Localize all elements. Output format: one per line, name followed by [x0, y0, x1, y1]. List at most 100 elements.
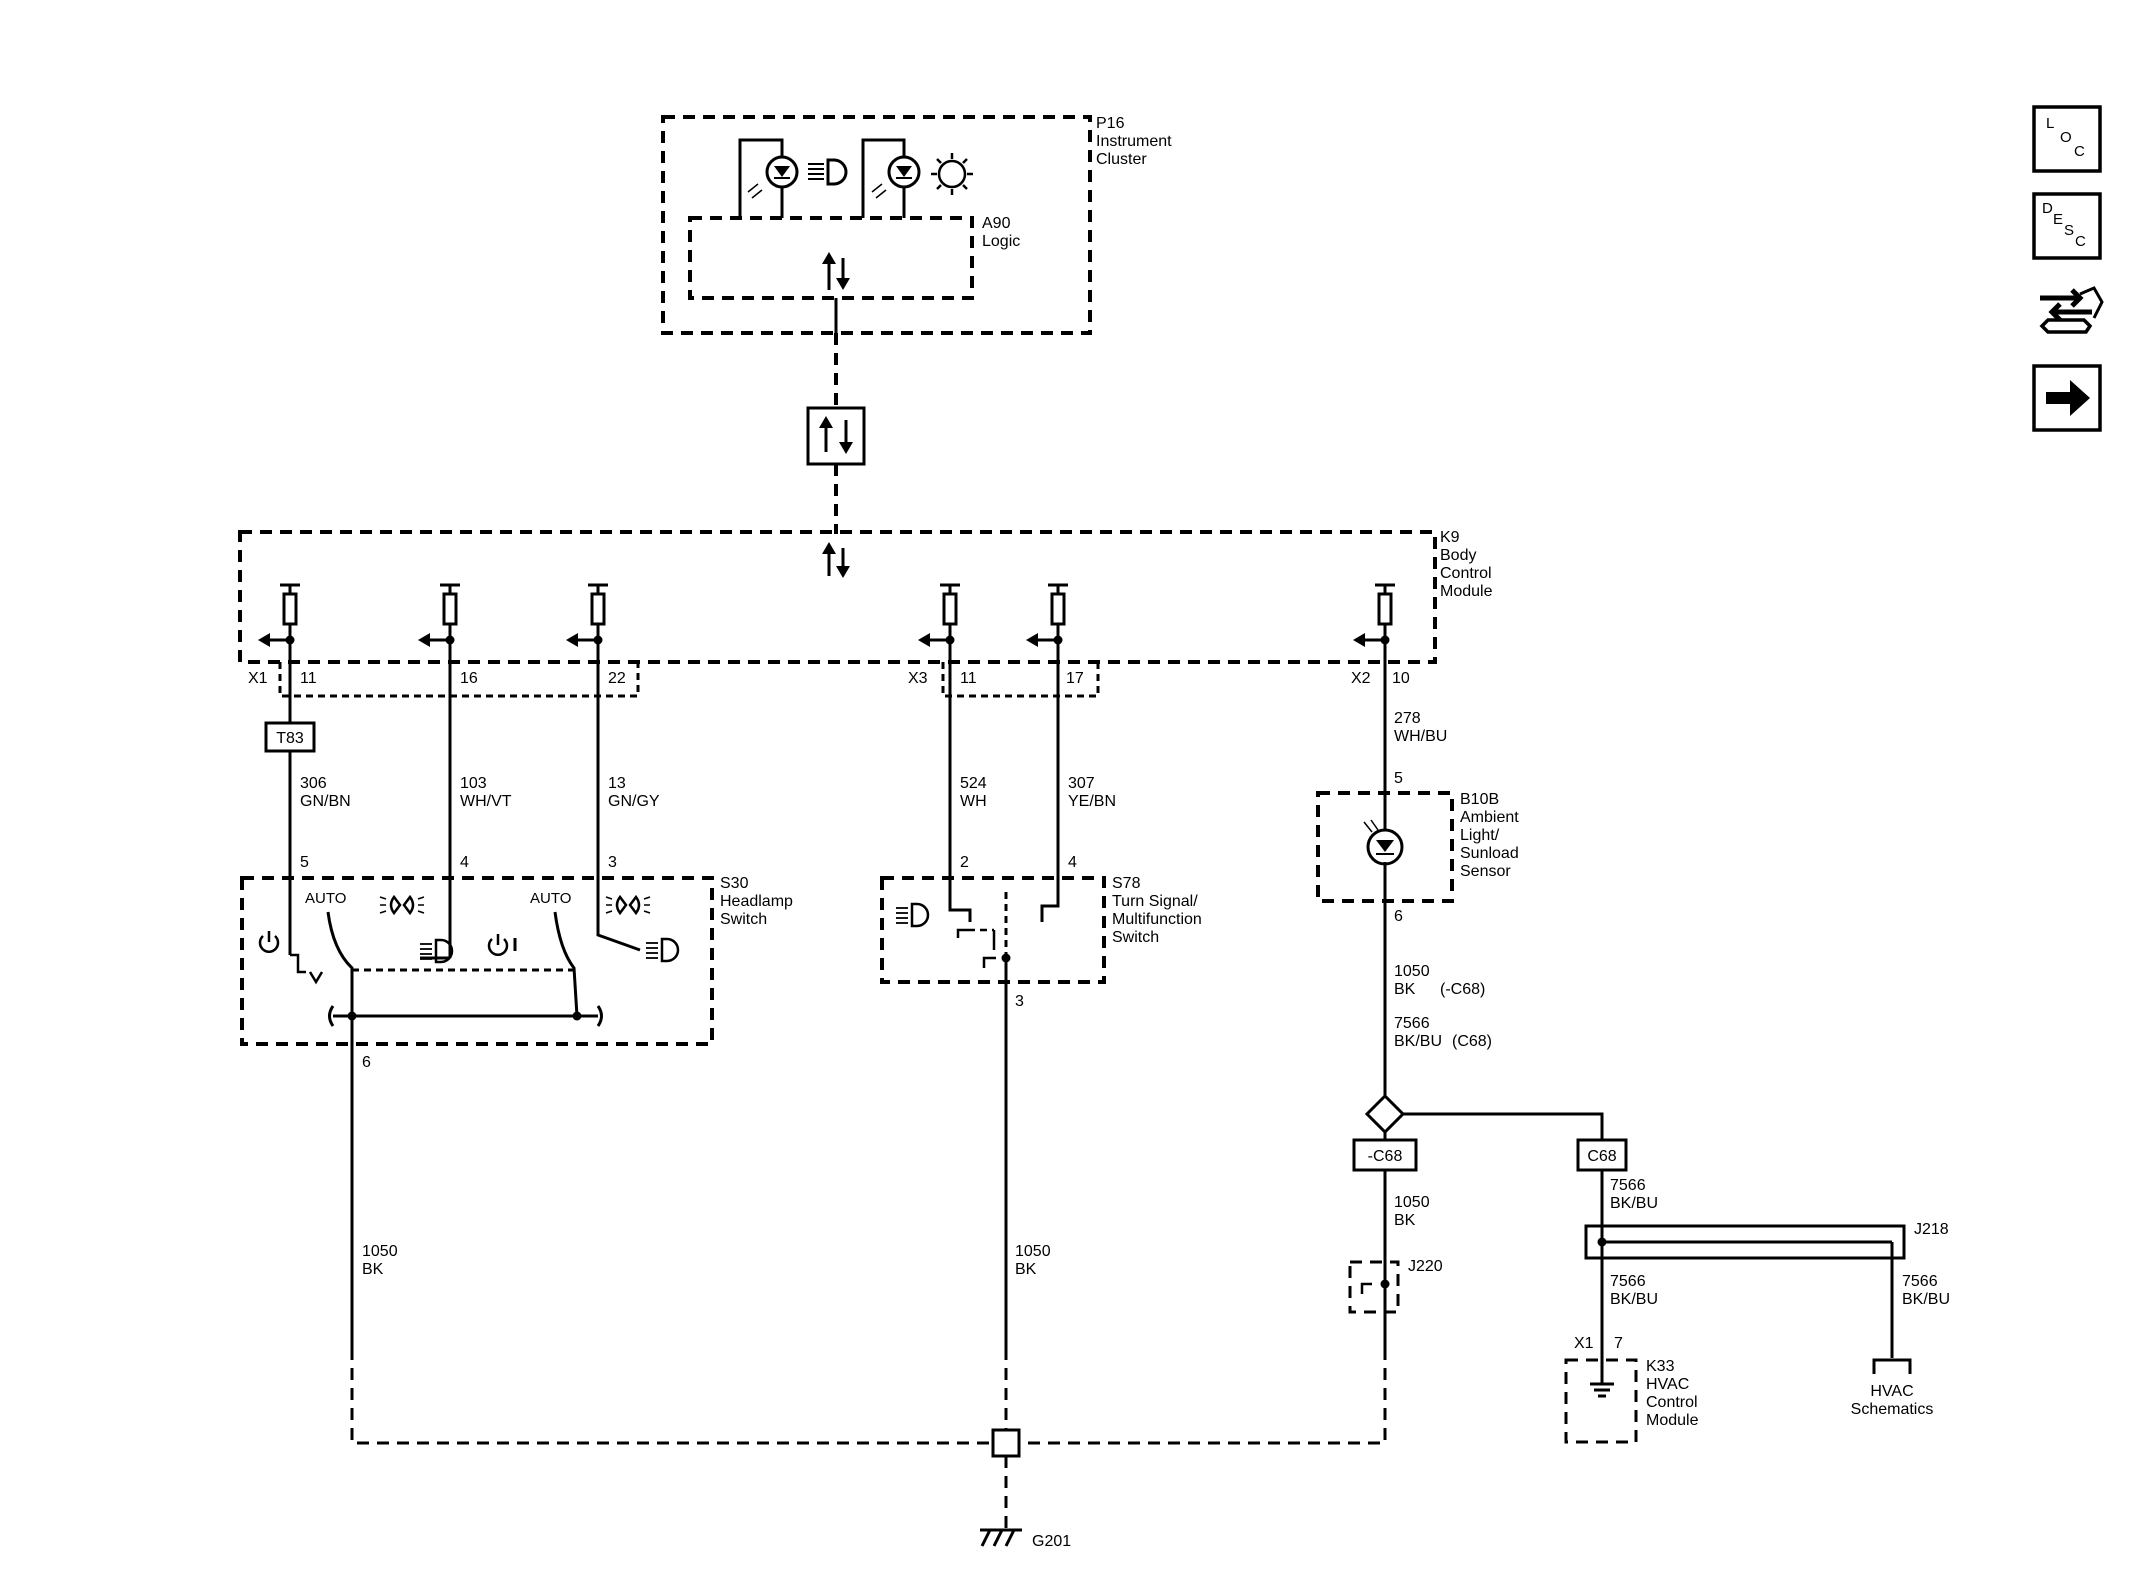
wire-524-color: WH [960, 793, 987, 810]
s30-headlamp-switch[interactable]: S30 Headlamp Switch 5 4 3 6 AUTO AUTO [240, 854, 793, 1071]
p16-instrument-cluster[interactable]: P16 Instrument Cluster [661, 115, 1172, 335]
auto-label-left: AUTO [305, 890, 346, 907]
location-icon: L O C [2046, 115, 2085, 160]
desc-button[interactable]: D E S C [2032, 192, 2102, 260]
desc-letter-s: S [2064, 222, 2074, 239]
k33-hvac-control-module[interactable]: X1 7 K33 HVAC Control Module [1564, 1335, 1699, 1444]
k9-input-pullup-6 [1353, 583, 1395, 660]
s30-ref: S30 [720, 875, 749, 892]
wire-13[interactable]: 13 GN/GY [596, 638, 660, 878]
k9-body-control-module[interactable]: K9 Body Control Module X1 X3 X2 11 16 22… [238, 529, 1493, 698]
k9-name-3: Module [1440, 583, 1493, 600]
wire-7566-k33-num: 7566 [1610, 1273, 1646, 1290]
b10b-name-2: Light/ [1460, 827, 1500, 844]
k9-input-pullup-3 [566, 583, 608, 660]
k9-x1-pin-11: 11 [300, 670, 317, 687]
wire-278[interactable]: 278 WH/BU [1383, 638, 1447, 793]
sun-brightness-icon [931, 153, 973, 195]
option-branch-neg-c68[interactable]: -C68 1050 BK J220 [1348, 1138, 1443, 1348]
connector-x3-outline [941, 662, 1100, 698]
s30-pin-4: 4 [460, 854, 469, 871]
wire-7566-k33-color: BK/BU [1610, 1291, 1658, 1308]
b10b-ref: B10B [1460, 791, 1499, 808]
desc-letter-e: E [2053, 211, 2063, 228]
wire-13-color: GN/GY [608, 793, 660, 810]
wire-524[interactable]: 524 WH [948, 638, 987, 910]
k9-x1-pin-22: 22 [608, 670, 626, 687]
s78-pin-4: 4 [1068, 854, 1077, 871]
k9-input-pullup-4 [918, 583, 960, 660]
wire-103[interactable]: 103 WH/VT [448, 638, 512, 958]
parking-lamp-icon [379, 894, 425, 916]
b10b-ambient-light-sunload-sensor[interactable]: B10B Ambient Light/ Sunload Sensor 5 6 [1316, 770, 1519, 925]
p16-name-2: Cluster [1096, 151, 1147, 168]
loc-letter-l: L [2046, 115, 2054, 132]
s78-turn-signal-multifunction-switch[interactable]: S78 Turn Signal/ Multifunction Switch 2 … [880, 854, 1202, 1010]
wire-7566-c68-num: 7566 [1610, 1177, 1646, 1194]
wire-306-num: 306 [300, 775, 327, 792]
wire-7566-color: BK/BU [1394, 1033, 1442, 1050]
a90-ref: A90 [982, 215, 1011, 232]
wire-1050-s78-color: BK [1015, 1261, 1037, 1278]
chassis-ground-icon [1590, 1382, 1614, 1398]
k9-name-1: Body [1440, 547, 1476, 564]
headlamp-icon [896, 902, 930, 928]
k33-name-1: HVAC [1646, 1376, 1689, 1393]
a90-name: Logic [982, 233, 1020, 250]
wire-278-color: WH/BU [1394, 728, 1447, 745]
p16-name-1: Instrument [1096, 133, 1172, 150]
loc-button[interactable]: L O C [2032, 105, 2102, 173]
headlamp-indicator-led-icon [738, 138, 799, 218]
wire-7566-hvac-num: 7566 [1902, 1273, 1938, 1290]
loc-letter-c: C [2074, 143, 2085, 160]
ground-circuit-g201[interactable]: 1050 BK 1050 BK G201 [350, 982, 1387, 1550]
headlamp-icon [808, 158, 848, 186]
k9-x3-pin-17: 17 [1066, 670, 1084, 687]
wire-307-color: YE/BN [1068, 793, 1116, 810]
k9-name-2: Control [1440, 565, 1492, 582]
b10b-pin-5: 5 [1394, 770, 1403, 787]
k33-pin-7: 7 [1614, 1335, 1623, 1352]
b10b-name-3: Sunload [1460, 845, 1519, 862]
k33-name-2: Control [1646, 1394, 1698, 1411]
inline-t83: T83 [276, 730, 304, 747]
wire-524-num: 524 [960, 775, 987, 792]
dimmer-indicator-led-icon [861, 138, 921, 218]
wire-7566-c68-color: BK/BU [1610, 1195, 1658, 1212]
s30-pin-3: 3 [608, 854, 617, 871]
wire-7566-option: (C68) [1452, 1033, 1492, 1050]
splice-j220: J220 [1408, 1258, 1443, 1275]
s78-name-1: Turn Signal/ [1112, 893, 1198, 910]
next-page-button[interactable] [2032, 364, 2102, 432]
option-branch-c68[interactable]: C68 7566 BK/BU J218 7566 BK/BU 7566 BK/B… [1576, 1138, 1950, 1360]
connector-wrench-icon[interactable] [2039, 286, 2104, 334]
wire-1050-s30-color: BK [362, 1261, 384, 1278]
option-c68: C68 [1587, 1148, 1616, 1165]
s78-ref: S78 [1112, 875, 1141, 892]
data-bus-arrows-icon [822, 542, 850, 578]
k9-pullup-inputs [258, 583, 1395, 660]
k9-x3-pin-11: 11 [960, 670, 977, 687]
hvac-schematics-reference[interactable]: HVAC Schematics [1851, 1358, 1934, 1418]
data-bus-arrows-icon [822, 252, 850, 290]
b10b-name-1: Ambient [1460, 809, 1519, 826]
k33-ref: K33 [1646, 1358, 1675, 1375]
wire-13-num: 13 [608, 775, 626, 792]
p16-ref: P16 [1096, 115, 1125, 132]
s30-pin-6: 6 [362, 1054, 371, 1071]
s30-pin-5: 5 [300, 854, 309, 871]
k33-connector: X1 [1574, 1335, 1594, 1352]
headlamp-icon [420, 938, 454, 964]
wire-1050-7566-b10b[interactable]: 1050 BK (-C68) 7566 BK/BU (C68) [1364, 901, 1604, 1140]
k9-input-pullup-5 [1026, 583, 1068, 660]
wire-307[interactable]: 307 YE/BN [1056, 638, 1116, 906]
serial-data-link [806, 298, 866, 534]
k9-input-pullup-1 [258, 583, 300, 660]
wire-306[interactable]: T83 306 GN/BN [264, 638, 351, 878]
ground-g201-label: G201 [1032, 1533, 1071, 1550]
desc-letter-c: C [2075, 233, 2086, 250]
desc-letter-d: D [2042, 200, 2053, 217]
s78-pin-2: 2 [960, 854, 969, 871]
